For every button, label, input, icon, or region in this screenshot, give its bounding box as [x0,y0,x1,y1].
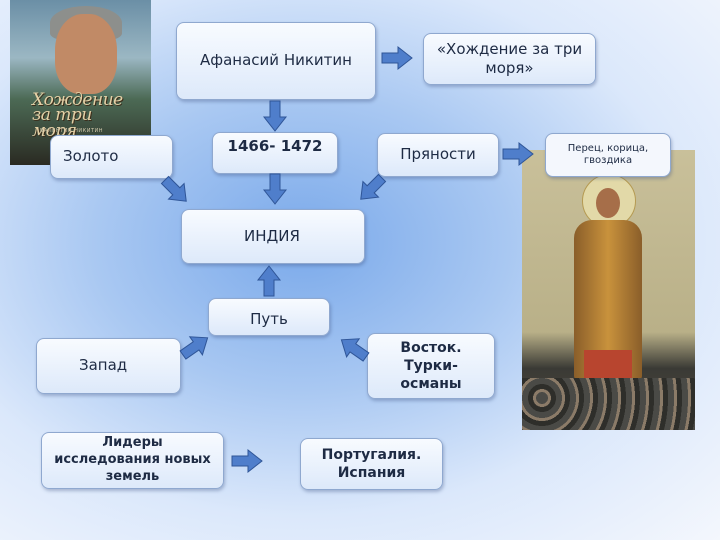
node-east: Восток. Турки-османы [367,333,495,399]
arrow-leaders-to-portugal [231,449,263,473]
node-west-label: Запад [79,356,128,375]
node-spices: Пряности [377,133,499,177]
arrow-gold-to-india [156,171,195,210]
arrow-east-to-path [334,330,373,367]
node-leaders-label: Лидеры исследования новых земель [54,435,211,484]
node-leaders: Лидеры исследования новых земель [41,432,224,489]
portrait-head [596,188,620,218]
movie-poster-image: Хождение за три моря ВАЛЕНТИН НИКИТИН [10,0,151,165]
node-path: Путь [208,298,330,336]
node-spices-label: Пряности [400,145,476,164]
node-india-label: ИНДИЯ [244,226,300,245]
arrow-nikitin-to-khozhdenie [381,46,413,70]
arrow-years-to-india [263,173,287,205]
node-nikitin-label: Афанасий Никитин [200,51,352,70]
arrow-spices-to-india [352,169,391,208]
node-west: Запад [36,338,181,394]
node-gold-label: Золото [63,147,119,166]
poster-title: Хождение за три моря [32,90,123,141]
node-spice-list-label: Перец, корица, гвоздика [567,142,649,167]
node-khozhdenie: «Хождение за три моря» [423,33,596,85]
arrow-spices-to-spice-list [502,142,534,166]
node-gold: Золото [50,135,173,179]
portrait-legs [584,350,632,380]
mughal-portrait-image [522,150,695,430]
arrow-west-to-path [176,328,215,365]
poster-face [55,14,117,94]
poster-subtitle: ВАЛЕНТИН НИКИТИН [40,128,104,134]
node-portugal-label: Португалия. Испания [321,446,422,481]
node-east-label: Восток. Турки-османы [400,339,462,393]
node-spice-list: Перец, корица, гвоздика [545,133,671,177]
node-khozhdenie-label: «Хождение за три моря» [436,39,583,78]
arrow-path-to-india [257,265,281,297]
spice-plates [522,378,695,430]
arrow-nikitin-to-years [263,100,287,132]
node-years: 1466- 1472 [212,132,338,174]
node-portugal: Португалия. Испания [300,438,443,490]
node-india: ИНДИЯ [181,209,365,264]
node-years-label: 1466- 1472 [227,137,323,155]
node-path-label: Путь [250,309,288,328]
node-nikitin: Афанасий Никитин [176,22,376,100]
